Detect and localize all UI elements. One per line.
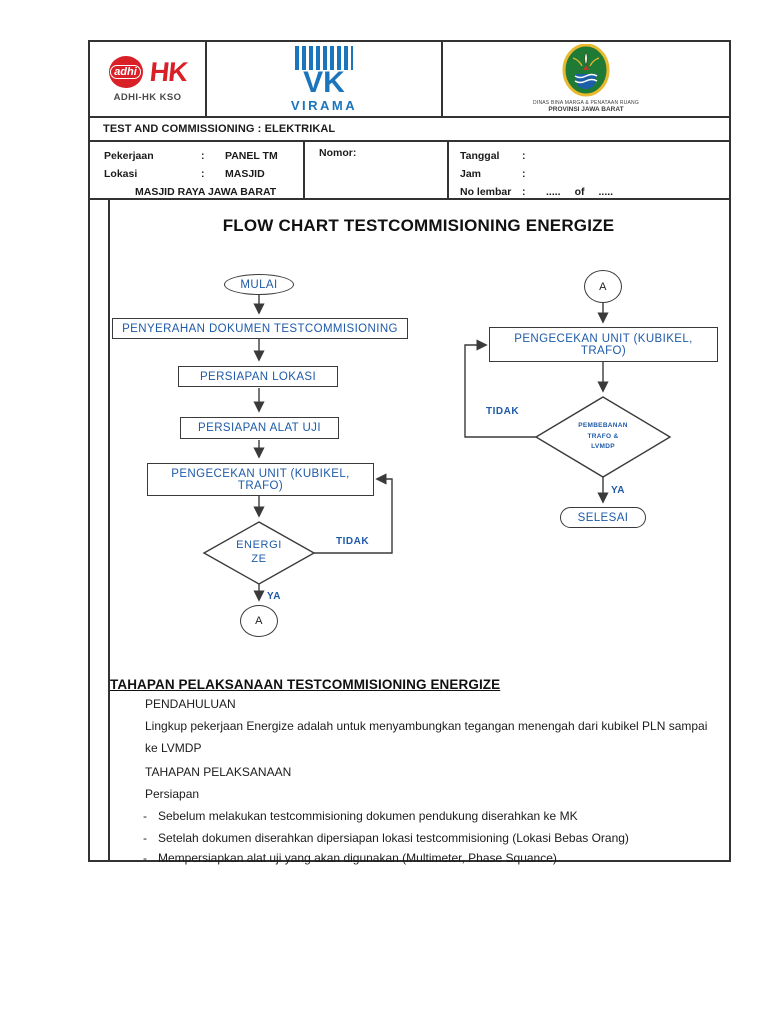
adhi-logo-text: adhi bbox=[110, 64, 141, 79]
jabar-caption: DINAS BINA MARGA & PENATAAN RUANG PROVIN… bbox=[533, 100, 639, 114]
jam-label: Jam bbox=[460, 168, 482, 180]
lokasi-extra: MASJID RAYA JAWA BARAT bbox=[135, 186, 277, 198]
notes-para-line1: Lingkup pekerjaan Energize adalah untuk … bbox=[145, 719, 708, 733]
colon: : bbox=[201, 168, 205, 180]
flow-end-selesai: SELESAI bbox=[560, 507, 646, 528]
jam-value bbox=[546, 165, 729, 183]
tanggal-value bbox=[546, 147, 729, 165]
notes-persiapan: Persiapan bbox=[145, 787, 200, 801]
tanggal-row: Tanggal : bbox=[460, 147, 729, 165]
pekerjaan-value: PANEL TM bbox=[225, 150, 278, 162]
nomor-label: Nomor: bbox=[319, 147, 357, 159]
lokasi-label: Lokasi bbox=[104, 168, 138, 180]
flow-connector-a-left: A bbox=[240, 605, 278, 637]
jabar-caption-line2: PROVINSI JAWA BARAT bbox=[548, 106, 624, 114]
flow-step-pengecekan-unit-2: PENGECEKAN UNIT (KUBIKEL, TRAFO) bbox=[489, 327, 718, 362]
virama-bars-icon bbox=[295, 46, 353, 70]
flow-label-tidak-left: TIDAK bbox=[336, 536, 370, 547]
flow-connector-a-right: A bbox=[584, 270, 622, 303]
info-right-cell: Tanggal : Jam : No lembar : ..... of ...… bbox=[449, 142, 729, 198]
bullet-dash: - bbox=[143, 851, 147, 865]
flow-decision-energize-text: ENERGI ZE bbox=[236, 539, 282, 565]
section-title: TEST AND COMMISSIONING : ELEKTRIKAL bbox=[90, 118, 729, 142]
virama-name: VIRAMA bbox=[290, 98, 358, 113]
flowchart-title: FLOW CHART TESTCOMMISIONING ENERGIZE bbox=[222, 216, 615, 235]
flow-label-tidak-right: TIDAK bbox=[486, 406, 520, 417]
logo-header-row: adhi HK ADHI-HK KSO VK VIRAMA bbox=[90, 42, 729, 118]
pekerjaan-row: Pekerjaan : PANEL TM bbox=[104, 147, 303, 165]
flow-step-penyerahan-dokumen: PENYERAHAN DOKUMEN TESTCOMMISIONING bbox=[112, 318, 408, 339]
info-left-cell: Pekerjaan : PANEL TM Lokasi : MASJID MAS… bbox=[90, 142, 305, 198]
virama-logo-icon: VK VIRAMA bbox=[291, 46, 357, 112]
flow-step-pengecekan-unit-1: PENGECEKAN UNIT (KUBIKEL, TRAFO) bbox=[147, 463, 374, 496]
virama-logo-cell: VK VIRAMA bbox=[207, 42, 443, 116]
flow-step-persiapan-alat-uji: PERSIAPAN ALAT UJI bbox=[180, 417, 339, 439]
flow-label-ya-left: YA bbox=[267, 591, 281, 602]
adhi-hk-logo-cell: adhi HK ADHI-HK KSO bbox=[90, 42, 207, 116]
no-lembar-label: No lembar bbox=[460, 186, 512, 198]
decision-diamond-pembebanan bbox=[534, 396, 672, 478]
adhi-logo-icon: adhi bbox=[108, 55, 143, 88]
no-lembar-values: ..... of ..... bbox=[546, 183, 729, 201]
jam-row: Jam : bbox=[460, 165, 729, 183]
decision-diamond-energize bbox=[202, 521, 316, 585]
no-lembar-row: No lembar : ..... of ..... bbox=[460, 183, 729, 201]
colon: : bbox=[201, 150, 205, 162]
left-margin-line bbox=[108, 200, 110, 860]
adhi-hk-logo: adhi HK bbox=[108, 55, 189, 88]
notes-pendahuluan: PENDAHULUAN bbox=[145, 697, 236, 711]
jabar-emblem-icon bbox=[561, 43, 611, 98]
tanggal-label: Tanggal bbox=[460, 150, 500, 162]
lembar-of: of bbox=[574, 186, 585, 198]
info-table: Pekerjaan : PANEL TM Lokasi : MASJID MAS… bbox=[90, 142, 729, 200]
colon: : bbox=[522, 168, 526, 180]
lembar-right-dots: ..... bbox=[598, 186, 614, 198]
colon: : bbox=[522, 186, 526, 198]
flow-start-mulai: MULAI bbox=[224, 274, 294, 295]
flow-step-persiapan-lokasi: PERSIAPAN LOKASI bbox=[178, 366, 338, 387]
flow-label-ya-right: YA bbox=[611, 485, 625, 496]
lokasi-row: Lokasi : MASJID bbox=[104, 165, 303, 183]
adhi-hk-caption: ADHI-HK KSO bbox=[113, 91, 182, 103]
hk-logo-icon: HK bbox=[147, 56, 189, 87]
flow-connectors bbox=[202, 295, 672, 602]
nomor-cell: Nomor: bbox=[305, 142, 449, 198]
jabar-logo-cell: DINAS BINA MARGA & PENATAAN RUANG PROVIN… bbox=[443, 42, 729, 116]
notes-heading: TAHAPAN PELAKSANAAN TESTCOMMISIONING ENE… bbox=[110, 677, 501, 692]
lembar-left-dots: ..... bbox=[546, 186, 561, 198]
bullet-dash: - bbox=[143, 831, 147, 845]
pekerjaan-label: Pekerjaan bbox=[104, 150, 154, 162]
notes-bullet-3: - Mempersiapkan alat uji yang akan digun… bbox=[143, 851, 557, 865]
bullet-dash: - bbox=[143, 809, 147, 823]
lokasi-value: MASJID bbox=[225, 168, 265, 180]
notes-bullet-2: - Setelah dokumen diserahkan dipersiapan… bbox=[143, 831, 629, 845]
document-frame: adhi HK ADHI-HK KSO VK VIRAMA bbox=[88, 40, 731, 865]
document-body: FLOW CHART TESTCOMMISIONING ENERGIZE bbox=[90, 200, 729, 865]
jabar-caption-line1: DINAS BINA MARGA & PENATAAN RUANG bbox=[533, 99, 639, 106]
virama-vk-text: VK bbox=[303, 66, 345, 99]
notes-tahapan: TAHAPAN PELAKSANAAN bbox=[145, 765, 292, 779]
notes-bullet-1: - Sebelum melakukan testcommisioning dok… bbox=[143, 809, 578, 823]
flow-decision-pembebanan-text: PEMBEBANAN TRAFO & LVMDP bbox=[578, 422, 628, 451]
colon: : bbox=[522, 150, 526, 162]
notes-para-line2: ke LVMDP bbox=[145, 741, 202, 755]
